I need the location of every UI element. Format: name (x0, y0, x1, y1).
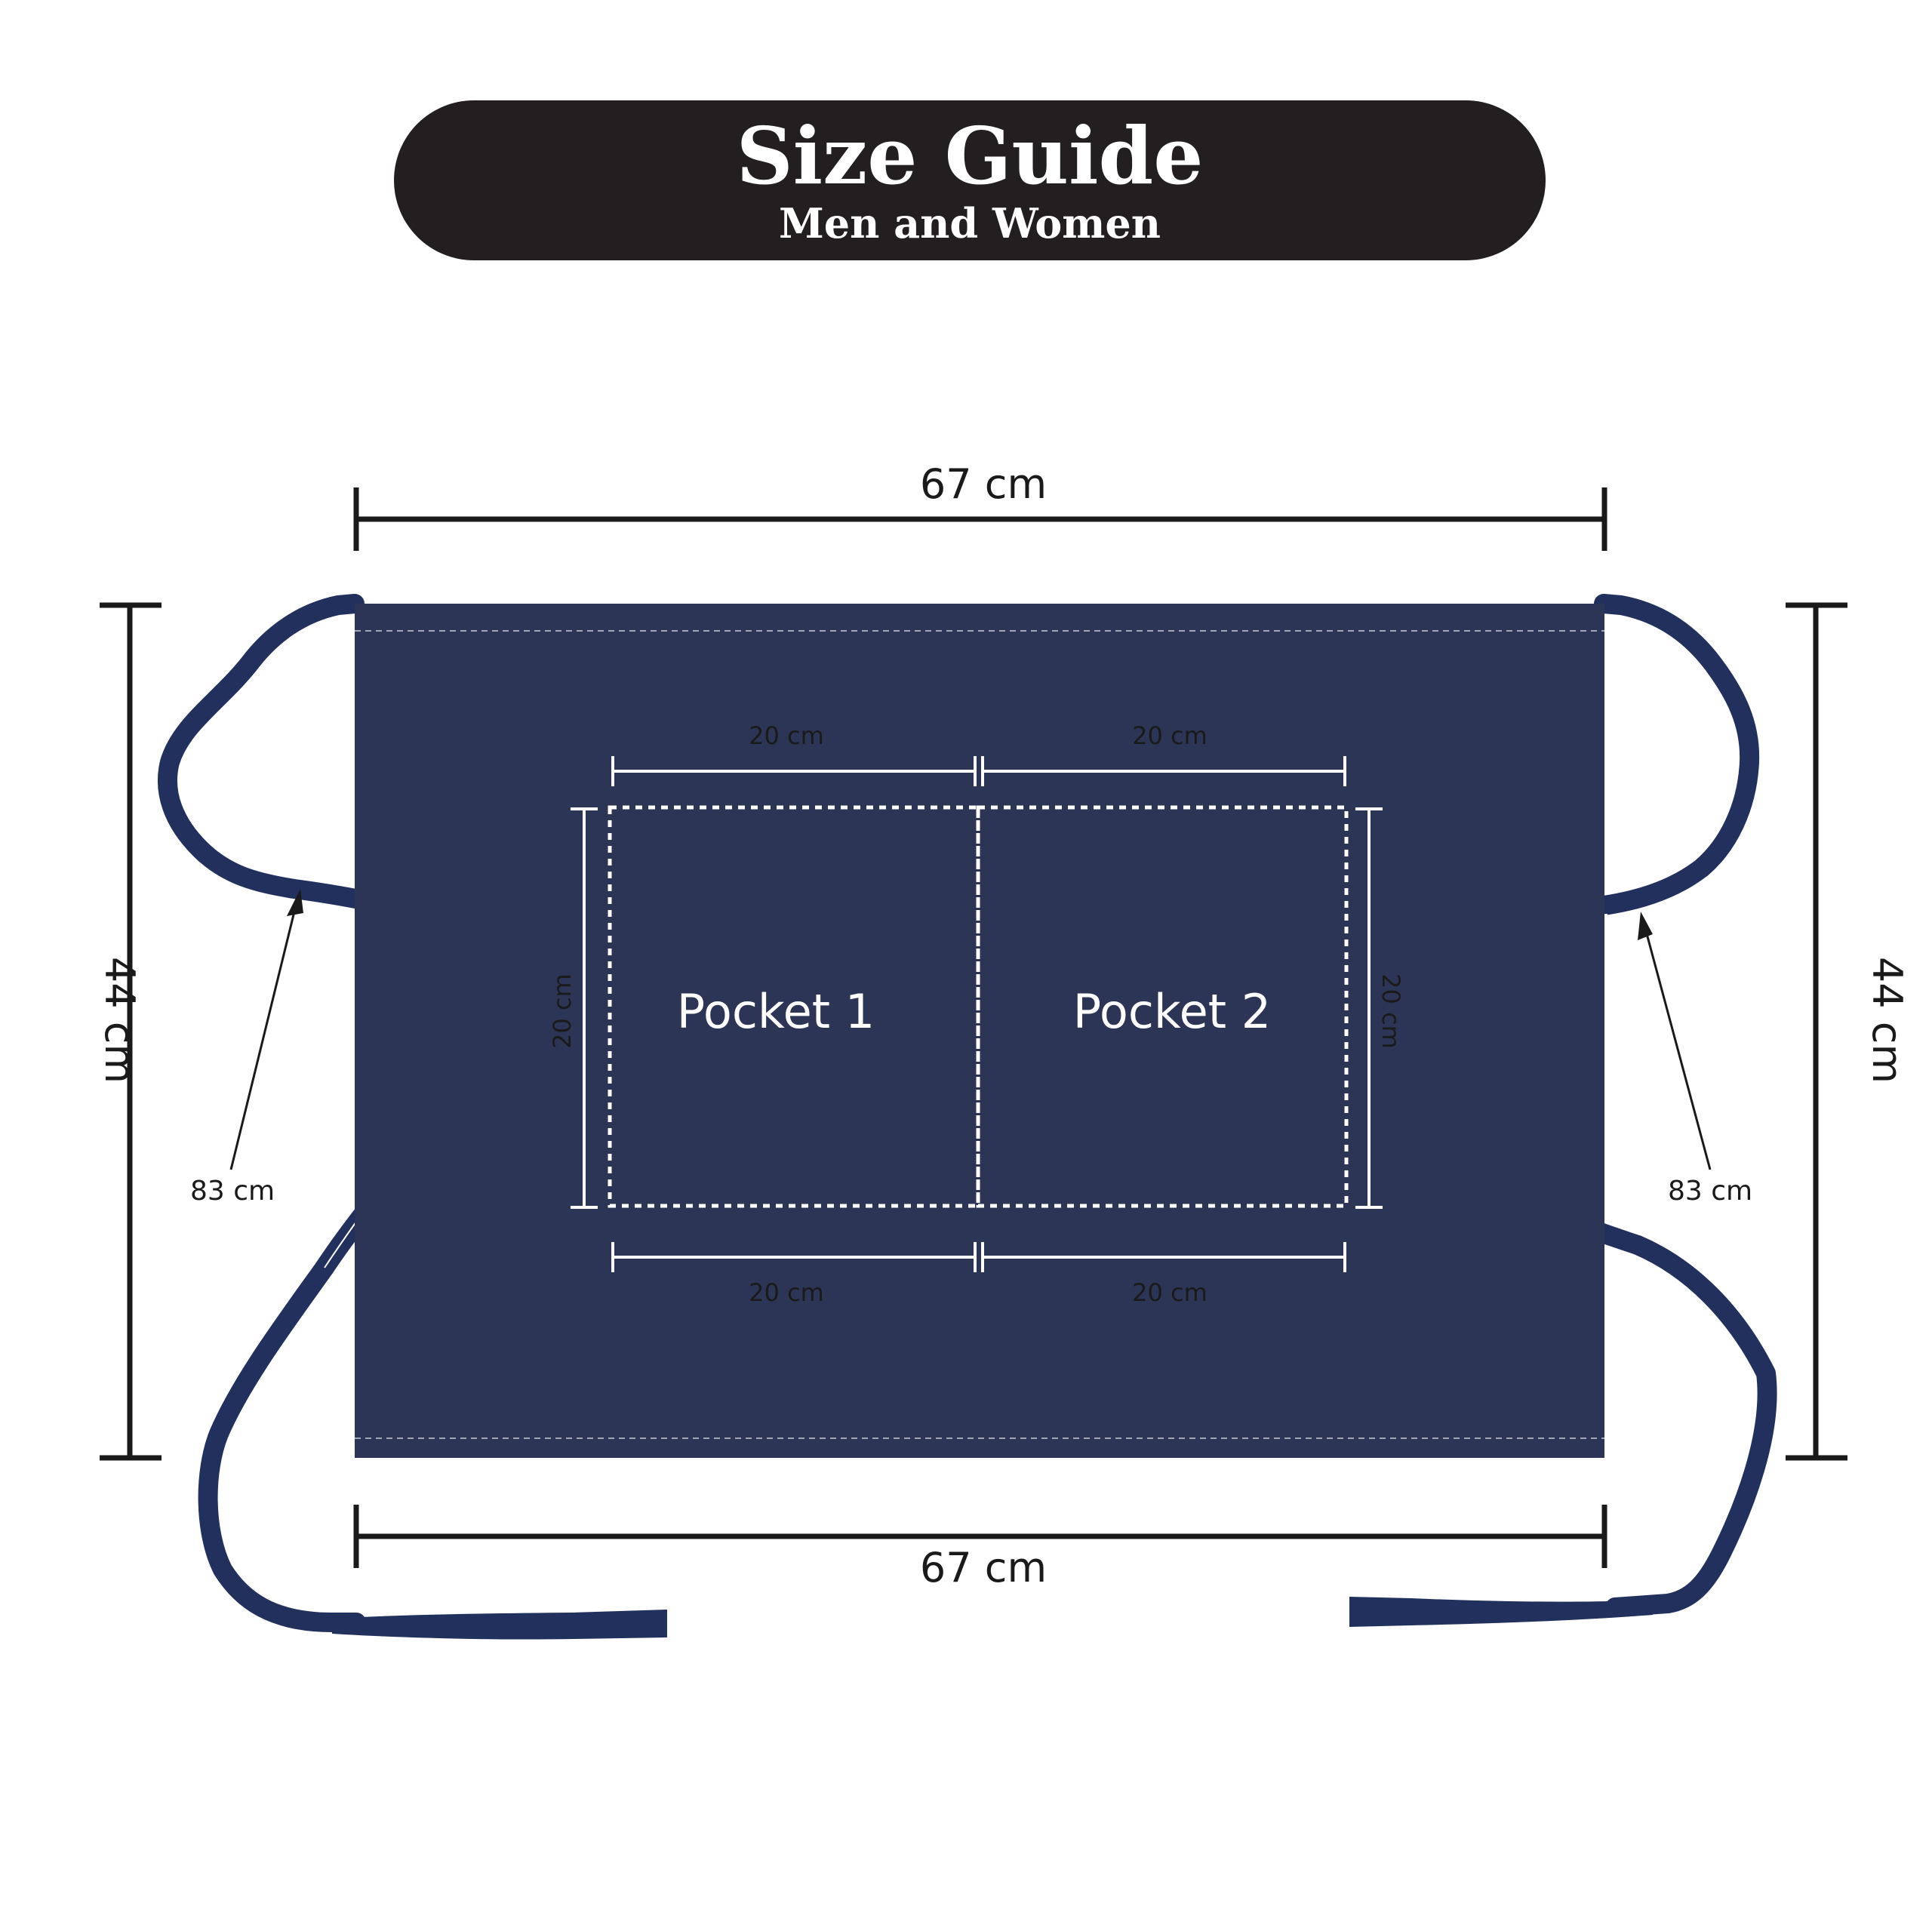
right-arrow-head (1638, 912, 1653, 940)
left-strap-label: 83 cm (190, 1176, 275, 1207)
pocket-right-height: 20 cm (1377, 973, 1405, 1049)
right-height-label: 44 cm (1863, 957, 1911, 1084)
bottom-width-label: 67 cm (920, 1544, 1047, 1591)
pocket-2-top-width: 20 cm (1132, 721, 1208, 750)
apron-body (355, 604, 1604, 1458)
pocket-top-dimensions (611, 756, 1346, 786)
header-pill (394, 100, 1546, 260)
pocket-1-label: Pocket 1 (677, 984, 875, 1039)
bottom-width-measure (353, 1505, 1607, 1568)
header-banner: Size Guide Men and Women (394, 100, 1546, 260)
pocket-bottom-dimensions (611, 1242, 1346, 1272)
right-strap-label: 83 cm (1668, 1176, 1752, 1207)
left-arrow-head (287, 889, 303, 916)
pocket-2-bottom-width: 20 cm (1132, 1278, 1208, 1307)
right-strap-tail (1349, 1597, 1653, 1627)
left-height-label: 44 cm (96, 957, 143, 1084)
right-strap-callout (1638, 912, 1712, 1170)
pocket-2-outline (976, 805, 1349, 1208)
top-width-measure (353, 487, 1607, 551)
pocket-1-top-width: 20 cm (749, 721, 824, 750)
pocket-left-height: 20 cm (548, 973, 577, 1049)
pocket-2-label: Pocket 2 (1073, 984, 1272, 1039)
pockets: Pocket 1 Pocket 2 20 cm 20 cm 20 cm 20 c… (548, 721, 1405, 1307)
left-strap-tail (332, 1610, 667, 1640)
left-height-measure (100, 602, 162, 1461)
header-title: Size Guide (737, 109, 1204, 202)
right-height-measure (1786, 602, 1847, 1461)
top-width-label: 67 cm (920, 460, 1047, 508)
left-strap-callout (229, 889, 303, 1170)
pocket-side-dimensions (571, 807, 1383, 1209)
header-subtitle: Men and Women (779, 199, 1161, 248)
pocket-1-bottom-width: 20 cm (749, 1278, 824, 1307)
